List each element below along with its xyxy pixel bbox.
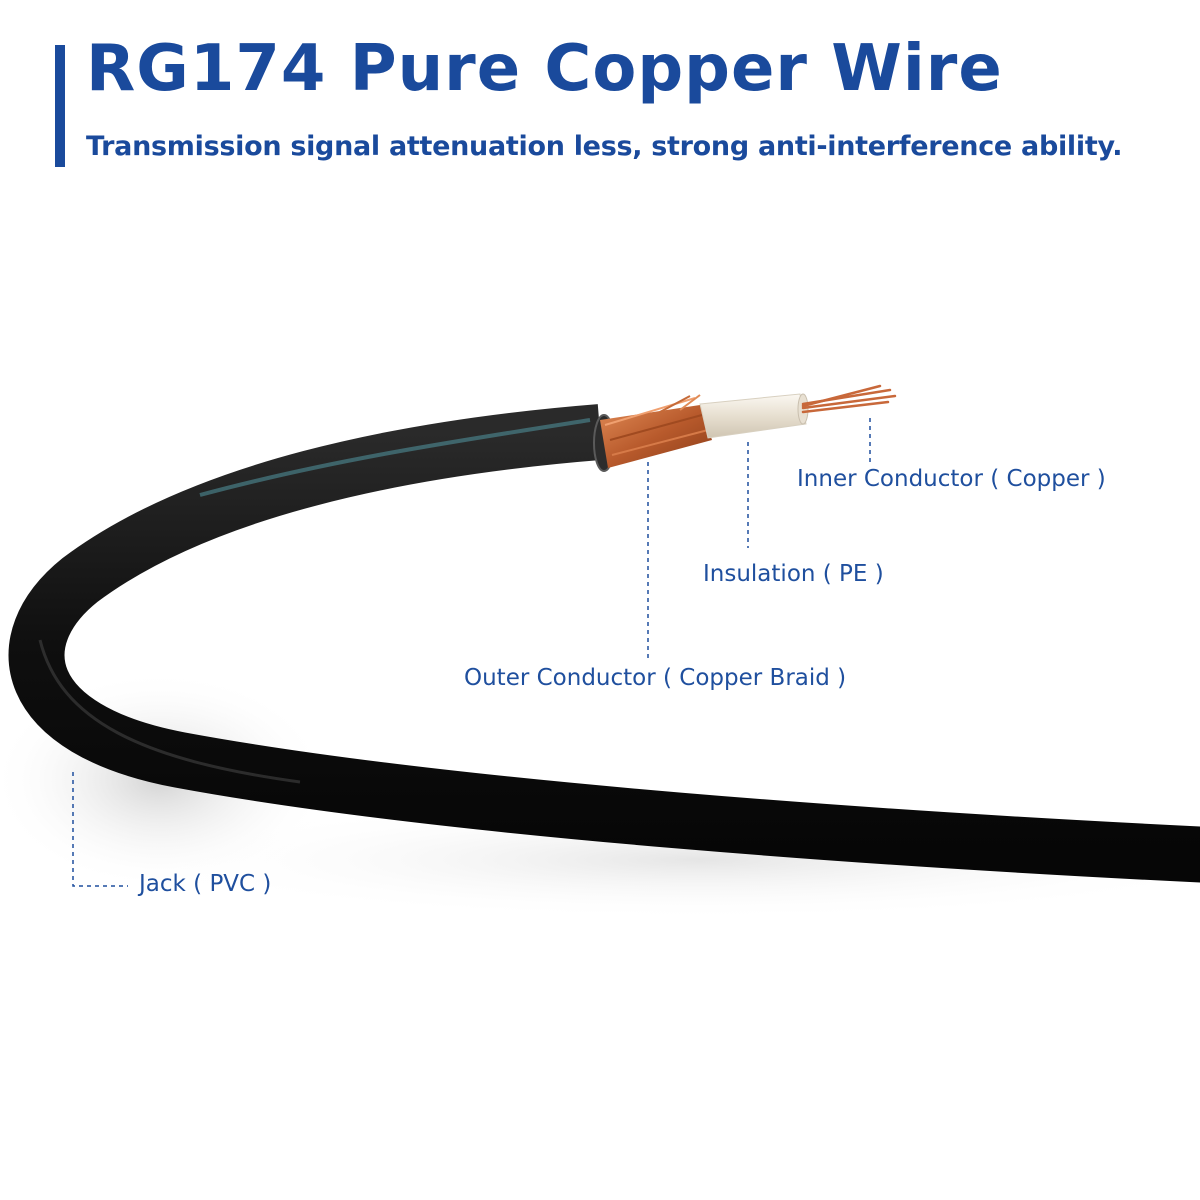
jacket-label: Jack ( PVC ): [139, 871, 272, 897]
inner-conductor-label: Inner Conductor ( Copper ): [797, 466, 1106, 492]
insulation-label: Insulation ( PE ): [703, 561, 884, 587]
page-title: RG174 Pure Copper Wire: [86, 32, 1003, 106]
cable-jacket: [8, 404, 1200, 883]
cable-highlight: [199, 418, 591, 497]
pe-insulation: [699, 393, 809, 439]
outer-conductor-label: Outer Conductor ( Copper Braid ): [464, 665, 847, 691]
header-accent-bar: [55, 45, 65, 167]
copper-braid: [600, 394, 712, 468]
callout-leaders: [72, 418, 871, 887]
page-subtitle: Transmission signal attenuation less, st…: [86, 131, 1123, 162]
inner-conductor: [801, 384, 897, 414]
